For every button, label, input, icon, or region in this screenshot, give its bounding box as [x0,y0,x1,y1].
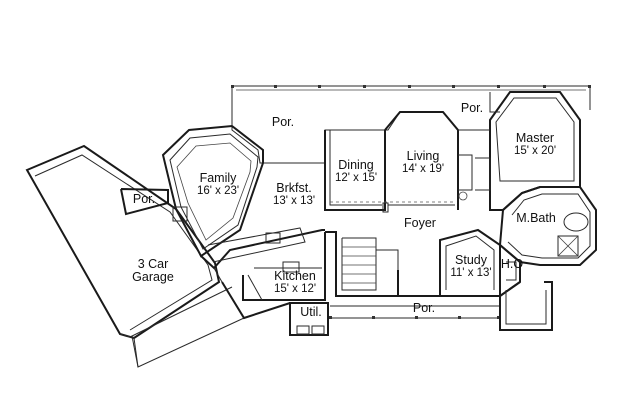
room-name: Master [515,131,555,145]
room-name: Foyer [404,216,436,230]
room-label-living: Living 14' x 19' [392,150,454,176]
room-label-family: Family 16' x 23' [186,172,250,198]
room-dimensions: 16' x 23' [196,185,240,197]
room-name-line2: Garage [132,270,174,284]
room-label-master: Master 15' x 20' [500,132,570,158]
family-room-walls [161,124,264,258]
room-name: 3 Car [137,257,169,271]
room-dimensions: 13' x 13' [272,195,316,207]
room-name: Family [199,171,237,185]
front-porch-right [489,92,500,113]
room-dimensions: 12' x 15' [334,172,378,184]
room-label-dining: Dining 12' x 15' [326,159,386,185]
room-label-util: Util. [294,306,328,319]
room-name: Study [455,253,487,267]
room-name: Por. [460,101,484,115]
dining-living-walls [324,111,459,213]
room-dimensions: 15' x 20' [513,145,557,157]
room-name: Util. [300,305,322,319]
room-dimensions: 14' x 19' [401,163,445,175]
room-dimensions: 11' x 13' [450,267,492,279]
room-label-porch-front: Por. [400,302,448,315]
room-name: Por. [412,301,436,315]
room-label-porch-right: Por. [448,102,496,115]
room-name: Por. [132,192,156,206]
room-label-porch-rear: Por. [259,116,307,129]
room-name: Por. [271,115,295,129]
master-bath-walls [498,186,597,266]
utility-walls [289,302,329,336]
garage-porch-walls [120,188,169,216]
room-label-garage: 3 Car Garage [118,258,188,284]
room-name: H.O [500,257,524,271]
room-dimensions: 15' x 12' [273,283,317,295]
room-label-study: Study 11' x 13' [440,254,502,280]
room-label-kitchen: Kitchen 15' x 12' [262,270,328,296]
right-wing-walls [499,281,553,331]
room-name: Brkfst. [276,181,312,195]
room-name: Kitchen [274,269,316,283]
room-label-ho: H.O [497,258,527,271]
room-name: Dining [338,158,374,172]
room-label-mbath: M.Bath [508,212,564,225]
room-name: Living [406,149,440,163]
room-label-porch-side: Por. [124,193,164,206]
room-label-brkfst: Brkfst. 13' x 13' [262,182,326,208]
room-label-foyer: Foyer [392,217,448,230]
room-name: M.Bath [516,211,556,225]
kitchen-walls [200,227,326,320]
